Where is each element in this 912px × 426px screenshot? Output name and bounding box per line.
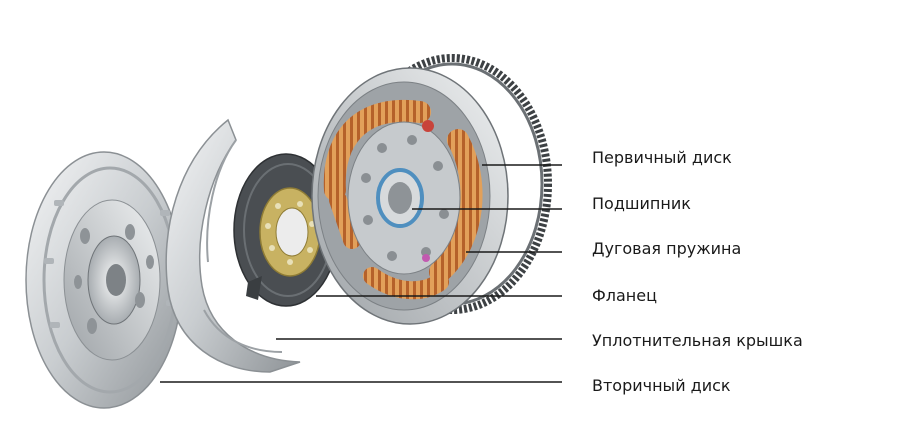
- label-arc-spring: Дуговая пружина: [592, 239, 742, 258]
- secondary-disc-part: [25, 151, 183, 409]
- label-primary-disc: Первичный диск: [592, 148, 732, 167]
- leader-lines: [160, 164, 562, 383]
- label-flange: Фланец: [592, 286, 657, 305]
- label-seal-cover: Уплотнительная крышка: [592, 331, 803, 350]
- primary-disc-part: [311, 67, 509, 325]
- label-secondary-disc: Вторичный диск: [592, 376, 731, 395]
- seal-cover-part: [165, 118, 301, 373]
- label-bearing: Подшипник: [592, 194, 691, 213]
